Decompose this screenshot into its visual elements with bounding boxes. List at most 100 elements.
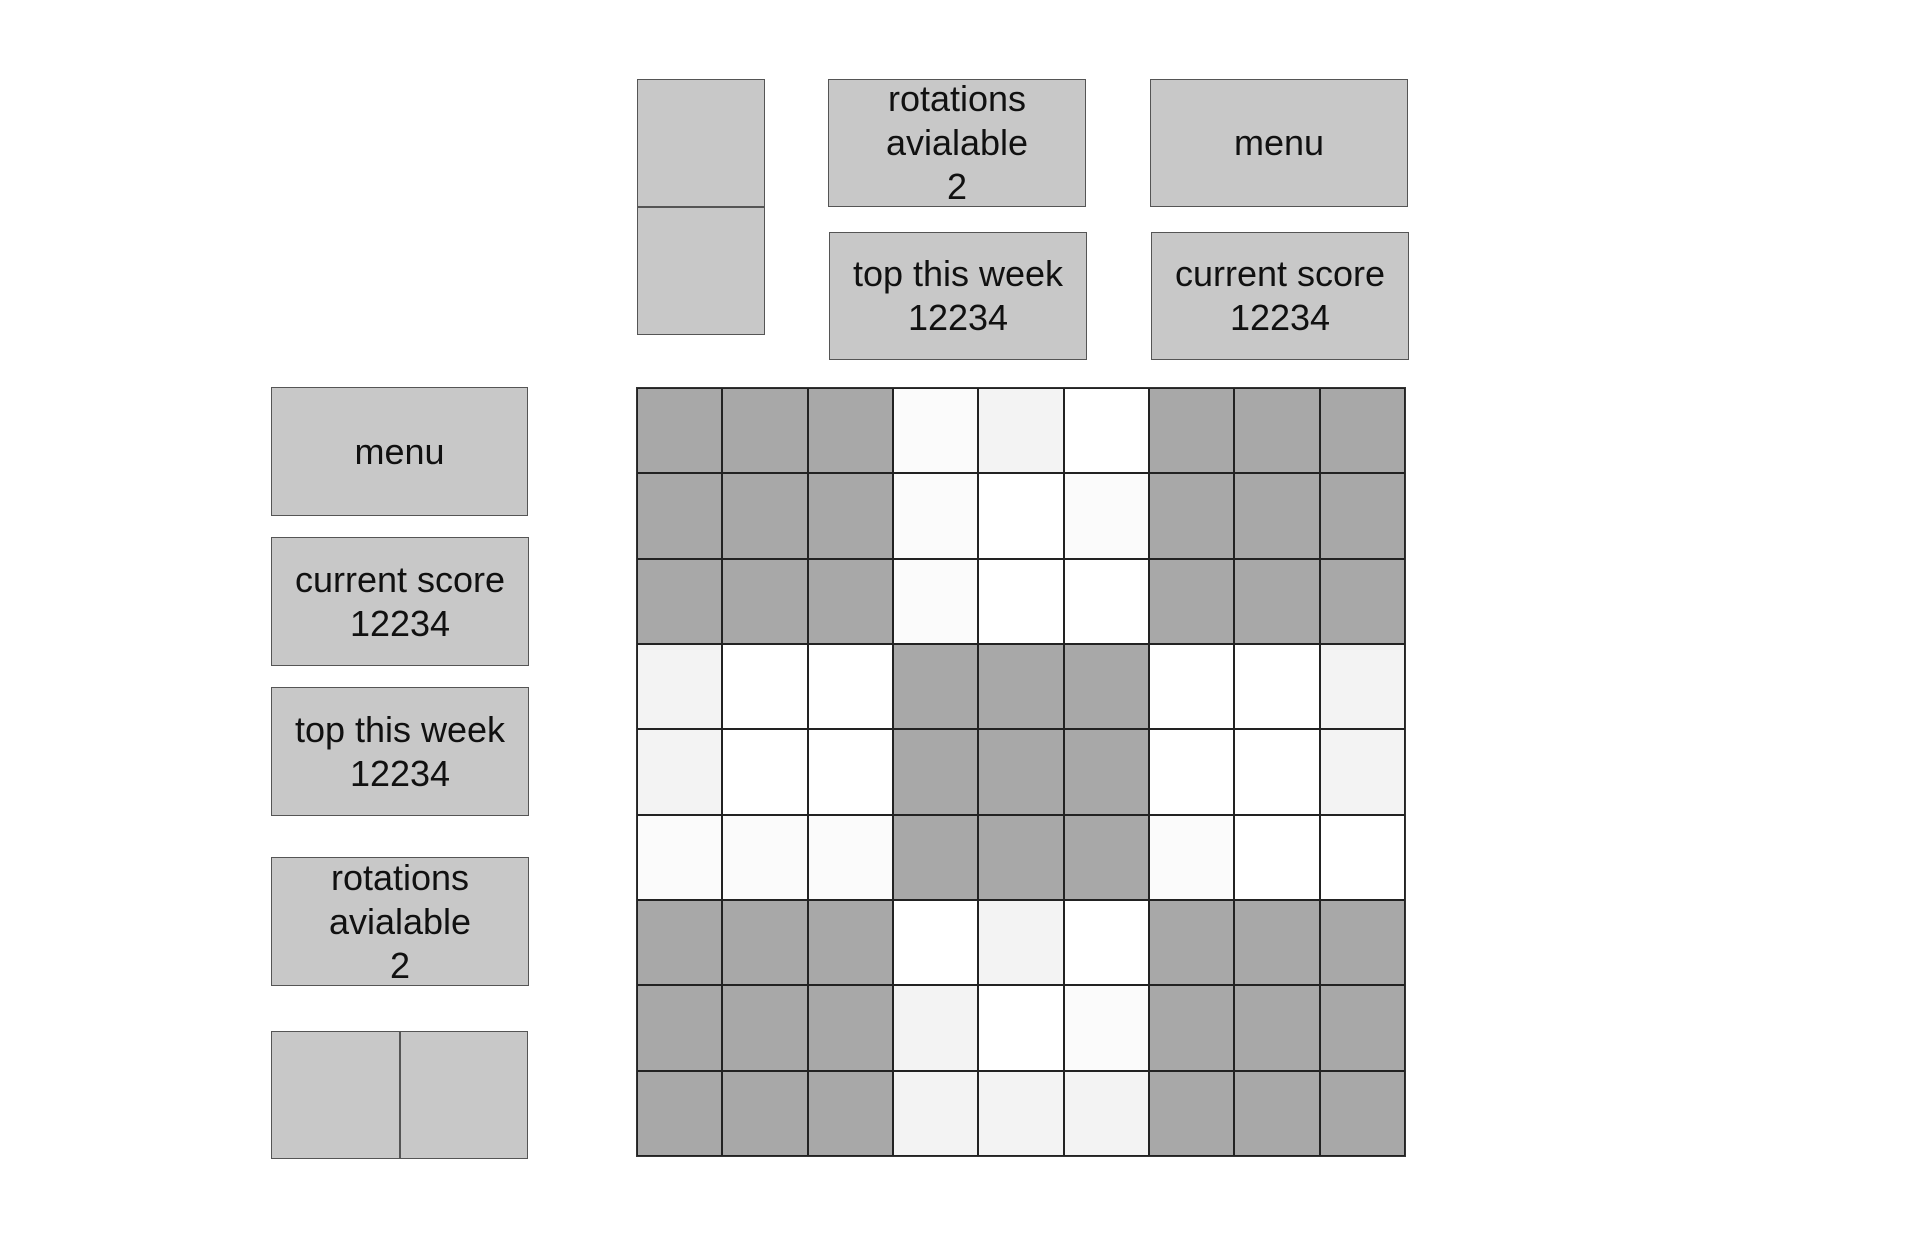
board-cell-filled[interactable] xyxy=(722,558,808,644)
top-this-week-panel: top this week 12234 xyxy=(271,687,529,816)
board-cell-filled[interactable] xyxy=(1234,473,1320,559)
board-cell-empty[interactable] xyxy=(1149,814,1235,900)
next-piece-block xyxy=(637,207,765,335)
board-cell-empty[interactable] xyxy=(637,814,723,900)
menu-button-label: menu xyxy=(1233,122,1325,163)
board-cell-empty[interactable] xyxy=(893,1070,979,1156)
board-cell-filled[interactable] xyxy=(1149,985,1235,1071)
board-cell-filled[interactable] xyxy=(1234,985,1320,1071)
board-cell-filled[interactable] xyxy=(722,900,808,986)
board-cell-empty[interactable] xyxy=(722,644,808,730)
board-cell-filled[interactable] xyxy=(1319,558,1405,644)
board-cell-filled[interactable] xyxy=(978,814,1064,900)
next-piece-block xyxy=(399,1031,528,1159)
board-cell-empty[interactable] xyxy=(1063,388,1149,474)
current-score-label: current score 12234 xyxy=(294,558,506,644)
board-cell-filled[interactable] xyxy=(1063,644,1149,730)
board-cell-filled[interactable] xyxy=(893,729,979,815)
board-cell-filled[interactable] xyxy=(1149,558,1235,644)
board-cell-filled[interactable] xyxy=(637,1070,723,1156)
board-cell-empty[interactable] xyxy=(722,814,808,900)
board-cell-empty[interactable] xyxy=(1149,729,1235,815)
game-board[interactable] xyxy=(636,387,1406,1157)
board-cell-filled[interactable] xyxy=(1149,900,1235,986)
board-cell-filled[interactable] xyxy=(1063,729,1149,815)
top-this-week-label: top this week 12234 xyxy=(852,253,1064,338)
board-cell-filled[interactable] xyxy=(893,814,979,900)
top-this-week-label: top this week 12234 xyxy=(294,708,506,794)
board-cell-filled[interactable] xyxy=(1319,388,1405,474)
board-cell-empty[interactable] xyxy=(1234,729,1320,815)
board-cell-filled[interactable] xyxy=(1234,900,1320,986)
board-cell-filled[interactable] xyxy=(637,985,723,1071)
board-cell-empty[interactable] xyxy=(722,729,808,815)
board-cell-empty[interactable] xyxy=(1063,1070,1149,1156)
board-cell-empty[interactable] xyxy=(807,644,893,730)
board-cell-filled[interactable] xyxy=(1234,1070,1320,1156)
board-cell-empty[interactable] xyxy=(637,729,723,815)
board-cell-filled[interactable] xyxy=(637,558,723,644)
board-cell-empty[interactable] xyxy=(978,558,1064,644)
board-cell-empty[interactable] xyxy=(1234,644,1320,730)
next-piece-preview-vertical xyxy=(637,79,765,335)
board-cell-filled[interactable] xyxy=(722,985,808,1071)
current-score-panel: current score 12234 xyxy=(271,537,529,666)
board-cell-empty[interactable] xyxy=(978,473,1064,559)
board-cell-filled[interactable] xyxy=(807,388,893,474)
board-cell-filled[interactable] xyxy=(722,388,808,474)
board-cell-empty[interactable] xyxy=(1149,644,1235,730)
board-cell-empty[interactable] xyxy=(807,729,893,815)
board-cell-filled[interactable] xyxy=(1234,388,1320,474)
board-cell-empty[interactable] xyxy=(807,814,893,900)
rotations-available-label: rotations avialable 2 xyxy=(885,78,1029,207)
board-cell-empty[interactable] xyxy=(1319,729,1405,815)
current-score-label: current score 12234 xyxy=(1174,253,1386,338)
board-cell-filled[interactable] xyxy=(807,473,893,559)
menu-button[interactable]: menu xyxy=(1150,79,1408,207)
board-cell-filled[interactable] xyxy=(893,644,979,730)
board-cell-empty[interactable] xyxy=(893,473,979,559)
board-cell-filled[interactable] xyxy=(1149,388,1235,474)
board-cell-filled[interactable] xyxy=(978,644,1064,730)
board-cell-filled[interactable] xyxy=(1149,1070,1235,1156)
board-cell-filled[interactable] xyxy=(807,1070,893,1156)
board-cell-empty[interactable] xyxy=(978,985,1064,1071)
board-cell-empty[interactable] xyxy=(893,388,979,474)
menu-button[interactable]: menu xyxy=(271,387,528,516)
board-cell-filled[interactable] xyxy=(1234,558,1320,644)
board-cell-empty[interactable] xyxy=(893,900,979,986)
board-cell-empty[interactable] xyxy=(1319,644,1405,730)
board-cell-filled[interactable] xyxy=(637,473,723,559)
board-cell-filled[interactable] xyxy=(978,729,1064,815)
board-cell-filled[interactable] xyxy=(722,473,808,559)
board-cell-filled[interactable] xyxy=(1319,900,1405,986)
board-cell-empty[interactable] xyxy=(1063,473,1149,559)
board-cell-filled[interactable] xyxy=(637,388,723,474)
board-cell-filled[interactable] xyxy=(807,558,893,644)
rotations-available-panel: rotations avialable 2 xyxy=(828,78,1086,207)
board-cell-empty[interactable] xyxy=(1063,558,1149,644)
board-cell-filled[interactable] xyxy=(1149,473,1235,559)
rotations-available-panel: rotations avialable 2 xyxy=(271,857,529,986)
board-cell-empty[interactable] xyxy=(978,1070,1064,1156)
next-piece-preview-horizontal xyxy=(271,1031,528,1159)
board-cell-empty[interactable] xyxy=(1234,814,1320,900)
board-cell-filled[interactable] xyxy=(807,985,893,1071)
rotations-available-label: rotations avialable 2 xyxy=(328,856,472,986)
board-cell-empty[interactable] xyxy=(1063,900,1149,986)
board-cell-empty[interactable] xyxy=(1319,814,1405,900)
board-cell-filled[interactable] xyxy=(1319,473,1405,559)
board-cell-empty[interactable] xyxy=(893,985,979,1071)
board-cell-empty[interactable] xyxy=(978,900,1064,986)
board-cell-filled[interactable] xyxy=(722,1070,808,1156)
board-cell-filled[interactable] xyxy=(637,900,723,986)
board-cell-empty[interactable] xyxy=(978,388,1064,474)
board-cell-empty[interactable] xyxy=(637,644,723,730)
board-cell-empty[interactable] xyxy=(1063,985,1149,1071)
board-cell-filled[interactable] xyxy=(1319,1070,1405,1156)
board-cell-filled[interactable] xyxy=(807,900,893,986)
next-piece-block xyxy=(271,1031,400,1159)
board-cell-empty[interactable] xyxy=(893,558,979,644)
board-cell-filled[interactable] xyxy=(1319,985,1405,1071)
board-cell-filled[interactable] xyxy=(1063,814,1149,900)
